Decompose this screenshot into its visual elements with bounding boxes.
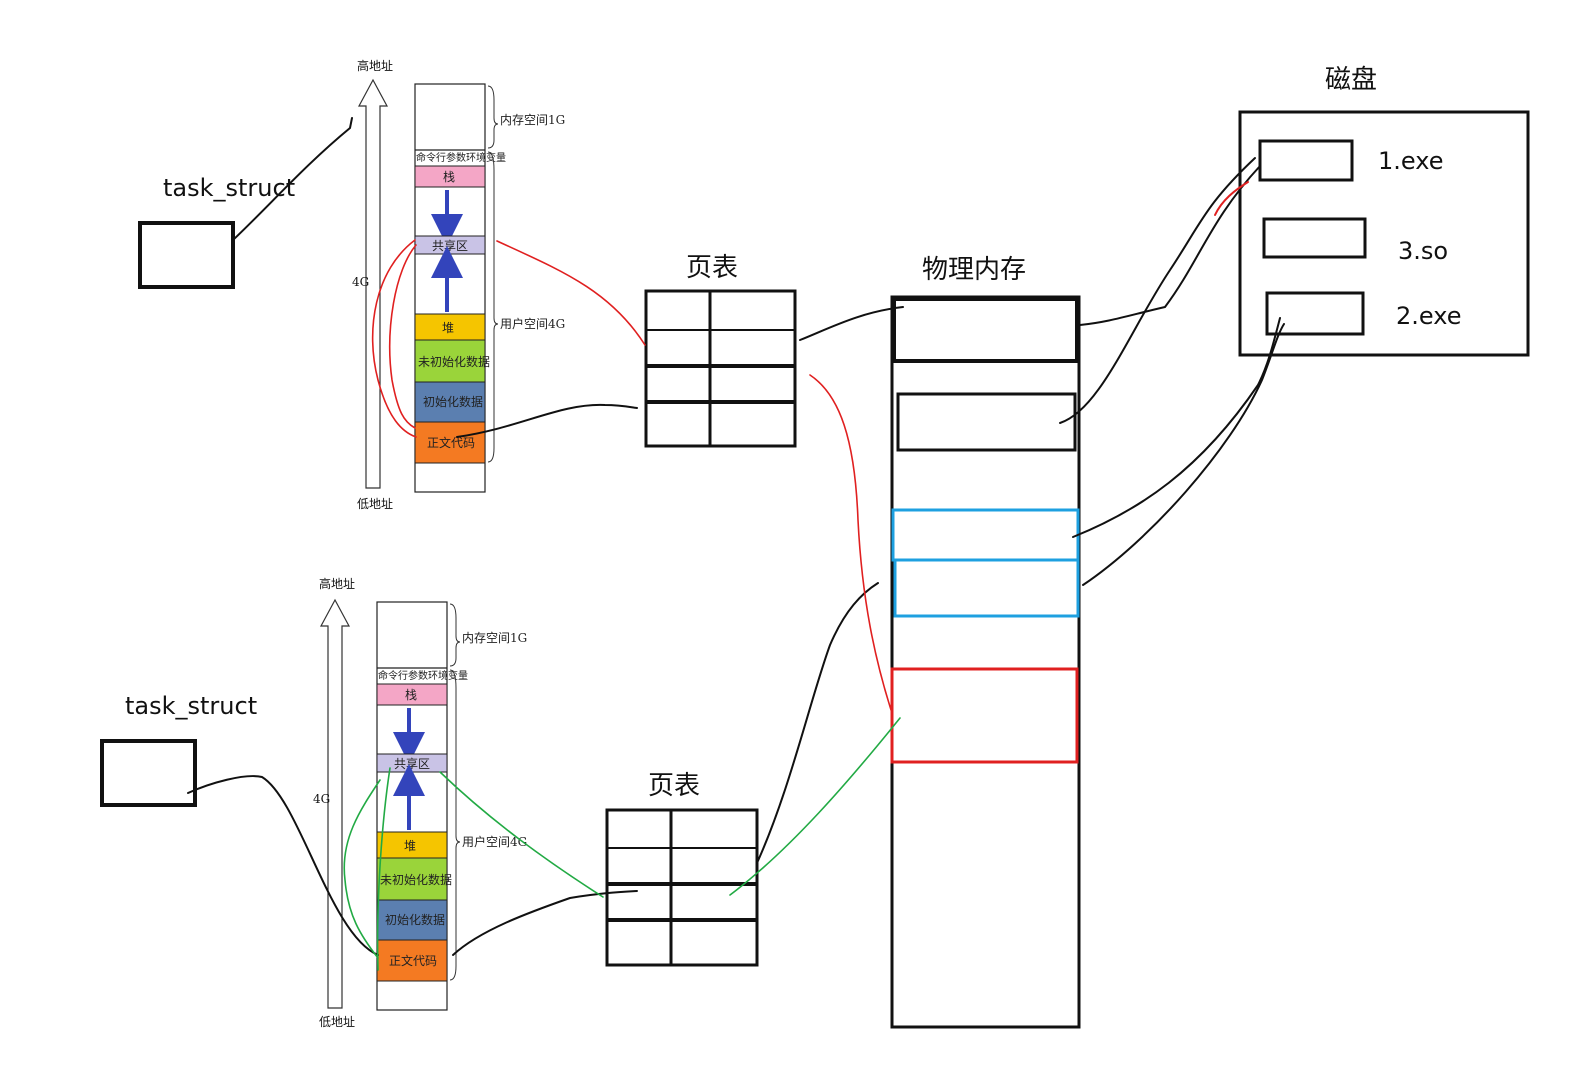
addr-arrow-top: [357, 78, 389, 489]
seg-args-top: 命令行参数环境变量: [416, 151, 506, 164]
disk-file-label-3: 2.exe: [1396, 302, 1461, 330]
high-addr-label-bottom: 高地址: [319, 576, 355, 591]
seg-shared-top: 共享区: [432, 238, 468, 253]
seg-args-bottom: 命令行参数环境变量: [378, 669, 468, 682]
page-table-bottom: 页表: [605, 771, 759, 967]
disk-file-2exe: [1265, 291, 1365, 336]
phys-frame-blue-1: [891, 508, 1080, 562]
task-struct-top: task_struct: [138, 174, 295, 289]
disk: 磁盘 1.exe 3.so 2.exe: [1238, 65, 1530, 357]
page-table-top-frame: [644, 289, 797, 448]
phys-frame-2: [896, 392, 1077, 452]
seg-heap-top: 堆: [442, 321, 454, 335]
task-struct-top-label: task_struct: [163, 174, 295, 202]
page-table-bottom-label: 页表: [648, 771, 700, 801]
phys-frame-blue-2: [893, 558, 1080, 618]
phys-mem-label: 物理内存: [922, 255, 1026, 285]
connectors: [187, 117, 1285, 971]
seg-stack-bottom: 栈: [405, 687, 417, 702]
seg-text-bottom: 正文代码: [389, 953, 437, 968]
disk-frame: [1238, 110, 1530, 357]
seg-data-bottom: 初始化数据: [385, 912, 445, 927]
seg-stack-top: 栈: [443, 169, 455, 184]
physical-memory: 物理内存: [890, 255, 1081, 1029]
seg-bss-bottom: 未初始化数据: [380, 872, 452, 887]
task-struct-bottom: task_struct: [100, 692, 257, 807]
user-space-label-bottom: 用户空间4G: [462, 834, 527, 849]
low-addr-label-bottom: 低地址: [319, 1015, 355, 1029]
address-space-bottom: 高地址 4G 低地址 命令行参数环境变量 栈 共享区 堆 未初始化数据 初始化数…: [313, 576, 527, 1029]
seg-data-top: 初始化数据: [423, 394, 483, 409]
page-table-bottom-frame: [605, 808, 759, 967]
low-addr-label-top: 低地址: [357, 497, 393, 511]
size-label-bottom: 4G: [313, 792, 330, 806]
disk-label: 磁盘: [1325, 65, 1377, 95]
seg-shared-bottom: 共享区: [394, 756, 430, 771]
task-struct-bottom-box: [100, 739, 197, 807]
seg-bss-top: 未初始化数据: [418, 354, 490, 369]
addr-arrow-bottom: [319, 598, 351, 1009]
seg-heap-bottom: 堆: [404, 839, 416, 853]
user-space-label-top: 用户空间4G: [500, 316, 565, 331]
disk-file-label-1: 1.exe: [1378, 147, 1443, 175]
kernel-space-label-top: 内存空间1G: [500, 113, 565, 127]
page-table-top: 页表: [644, 253, 797, 448]
disk-file-1exe: [1258, 139, 1354, 182]
task-struct-bottom-label: task_struct: [125, 692, 257, 720]
phys-frame-1: [892, 297, 1079, 363]
address-space-top: 高地址 4G 低地址 命令行参数环境变量 栈 共享区 堆 未初始化数据 初始化数…: [352, 58, 565, 511]
task-struct-top-box: [138, 221, 235, 289]
phys-frame-red: [890, 667, 1079, 764]
disk-file-label-2: 3.so: [1398, 237, 1448, 265]
seg-text-top: 正文代码: [427, 435, 475, 450]
kernel-space-label-bottom: 内存空间1G: [462, 631, 527, 645]
size-label-top: 4G: [352, 275, 369, 289]
phys-mem-frame: [890, 295, 1081, 1029]
page-table-top-label: 页表: [686, 253, 738, 283]
high-addr-label-top: 高地址: [357, 58, 393, 73]
disk-file-3so: [1262, 217, 1367, 259]
